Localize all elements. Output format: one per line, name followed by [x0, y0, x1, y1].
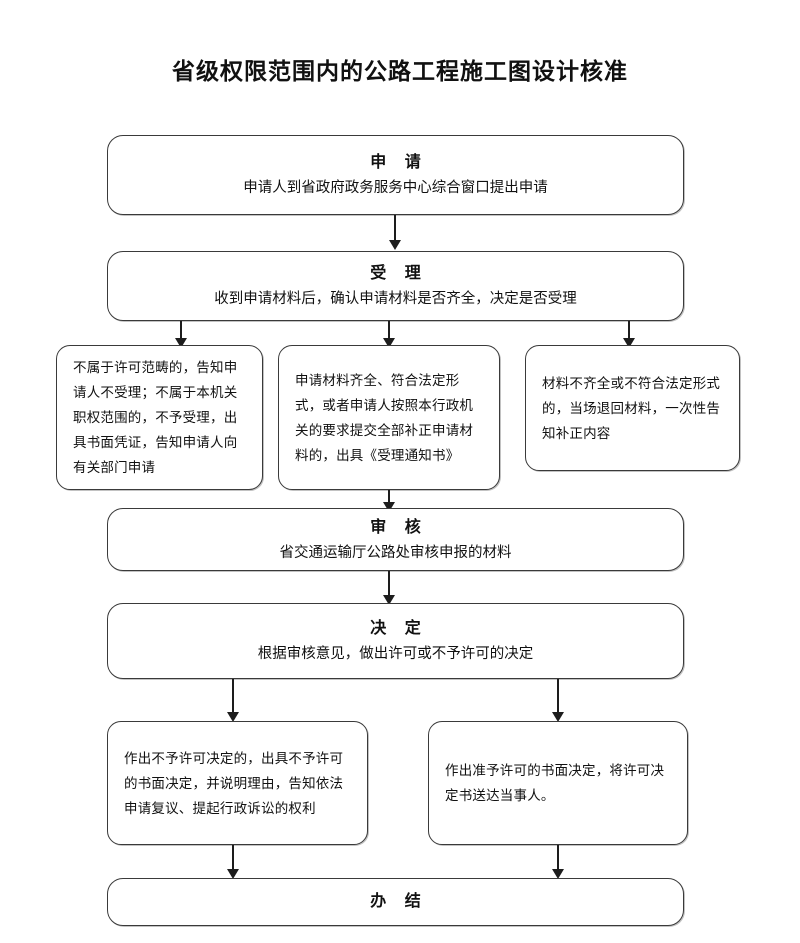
node-review-heading: 审 核 — [370, 518, 428, 536]
node-accept: 受 理 收到申请材料后，确认申请材料是否齐全，决定是否受理 — [107, 251, 684, 321]
connector-accept-to-branch-middle — [388, 321, 390, 343]
page-title: 省级权限范围内的公路工程施工图设计核准 — [172, 58, 628, 84]
node-accept-subtext: 收到申请材料后，确认申请材料是否齐全，决定是否受理 — [214, 291, 577, 307]
node-branch-left: 不属于许可范畴的，告知申请人不受理；不属于本机关职权范围的，不予受理，出具书面凭… — [56, 345, 263, 490]
node-finish: 办 结 — [107, 878, 684, 926]
node-apply: 申 请 申请人到省政府政务服务中心综合窗口提出申请 — [107, 135, 684, 215]
connector-review-to-decide — [388, 571, 390, 600]
arrowhead-decide-to-result-right — [552, 712, 564, 722]
node-result-right: 作出准予许可的书面决定，将许可决定书送达当事人。 — [428, 721, 688, 845]
node-branch-right: 材料不齐全或不符合法定形式的，当场退回材料，一次性告知补正内容 — [525, 345, 740, 471]
node-apply-heading: 申 请 — [370, 154, 428, 171]
node-decide: 决 定 根据审核意见，做出许可或不予许可的决定 — [107, 603, 684, 679]
arrowhead-review-to-decide — [383, 595, 395, 605]
node-result-left-body: 作出不予许可决定的，出具不予许可的书面决定，并说明理由，告知依法申请复议、提起行… — [124, 750, 344, 816]
arrowhead-decide-to-result-left — [227, 712, 239, 722]
node-branch-right-body: 材料不齐全或不符合法定形式的，当场退回材料，一次性告知补正内容 — [542, 375, 721, 441]
node-review: 审 核 省交通运输厅公路处审核申报的材料 — [107, 508, 684, 571]
connector-apply-to-accept — [394, 215, 396, 246]
arrowhead-accept-to-branch-middle — [383, 338, 395, 348]
node-decide-subtext: 根据审核意见，做出许可或不予许可的决定 — [257, 646, 534, 662]
connector-decide-to-result-left — [232, 679, 234, 716]
connector-result-right-to-finish — [557, 845, 559, 877]
node-apply-subtext: 申请人到省政府政务服务中心综合窗口提出申请 — [243, 180, 548, 196]
arrowhead-result-right-to-finish — [552, 869, 564, 879]
connector-branch-middle-to-review — [388, 490, 390, 512]
connector-decide-to-result-right — [557, 679, 559, 716]
arrowhead-accept-to-branch-left — [175, 338, 187, 348]
node-accept-heading: 受 理 — [370, 265, 428, 282]
connector-accept-to-branch-right — [628, 321, 630, 343]
node-branch-middle: 申请材料齐全、符合法定形式，或者申请人按照本行政机关的要求提交全部补正申请材料的… — [278, 345, 500, 490]
node-result-left: 作出不予许可决定的，出具不予许可的书面决定，并说明理由，告知依法申请复议、提起行… — [107, 721, 368, 845]
connector-result-left-to-finish — [232, 845, 234, 877]
arrowhead-apply-to-accept — [389, 240, 401, 250]
connector-accept-to-branch-left — [180, 321, 182, 343]
node-branch-middle-body: 申请材料齐全、符合法定形式，或者申请人按照本行政机关的要求提交全部补正申请材料的… — [295, 372, 474, 463]
node-finish-heading: 办 结 — [370, 893, 428, 910]
node-decide-heading: 决 定 — [370, 620, 428, 637]
node-review-subtext: 省交通运输厅公路处审核申报的材料 — [279, 544, 512, 561]
arrowhead-accept-to-branch-right — [623, 338, 635, 348]
node-branch-left-body: 不属于许可范畴的，告知申请人不受理；不属于本机关职权范围的，不予受理，出具书面凭… — [73, 360, 238, 475]
arrowhead-result-left-to-finish — [227, 869, 239, 879]
arrowhead-branch-middle-to-review — [383, 502, 395, 512]
node-result-right-body: 作出准予许可的书面决定，将许可决定书送达当事人。 — [445, 763, 665, 803]
